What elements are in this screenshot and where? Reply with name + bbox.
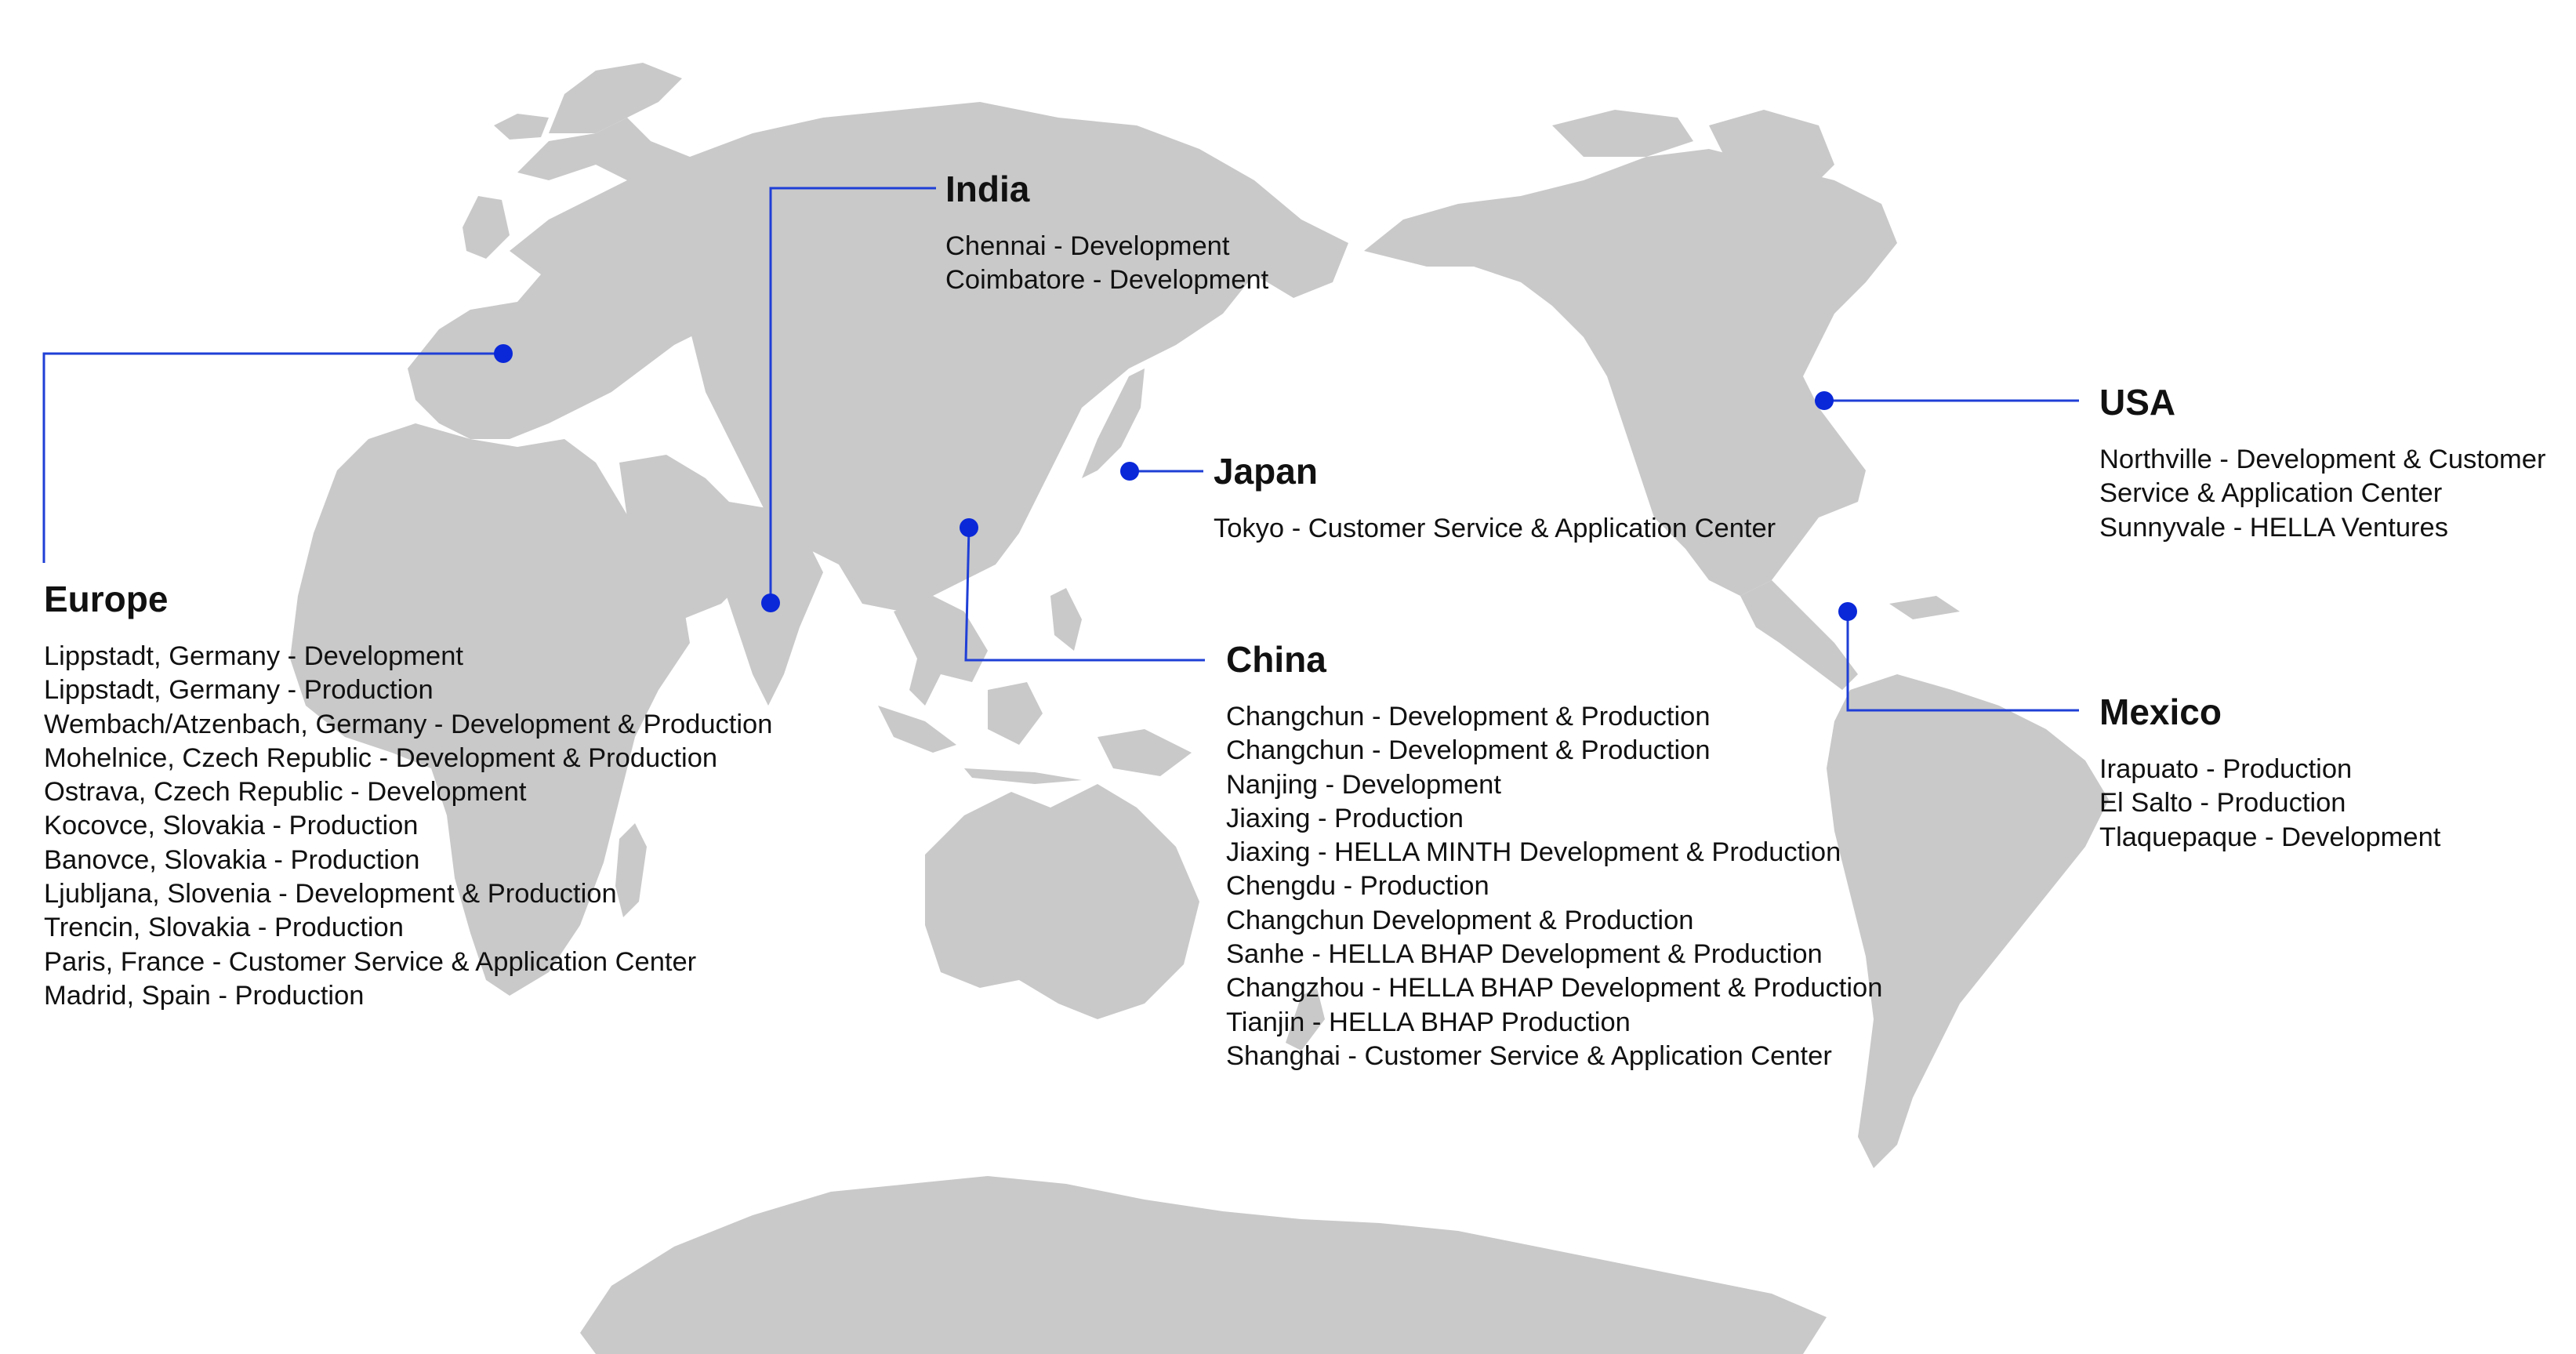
landmass-new-zealand	[1286, 988, 1325, 1051]
landmass-borneo	[988, 682, 1043, 745]
landmass-southeast-asia	[894, 596, 988, 706]
region-title: Mexico	[2099, 692, 2222, 732]
site-item: Changchun Development & Production	[1226, 905, 1694, 935]
location-marker-icon[interactable]	[1815, 391, 1834, 410]
location-marker-icon[interactable]	[1120, 462, 1139, 481]
site-item: Coimbatore - Development	[945, 265, 1269, 296]
landmass-north-america	[1364, 149, 1897, 596]
location-marker-icon[interactable]	[761, 594, 780, 612]
site-list: Irapuato - Production El Salto - Product…	[2099, 753, 2440, 855]
site-item: Tianjin - HELLA BHAP Production	[1226, 1007, 1631, 1037]
landmass-indonesia	[878, 706, 956, 753]
landmass-greenland	[1709, 110, 1834, 196]
site-item: Northville - Development & Customer Serv…	[2099, 445, 2546, 509]
region-mexico: Mexico Irapuato - Production El Salto - …	[2099, 690, 2440, 855]
landmass-uk	[463, 196, 510, 259]
site-list: Northville - Development & Customer Serv…	[2099, 443, 2570, 545]
site-item: Lippstadt, Germany - Development	[44, 641, 464, 671]
landmass-asia	[690, 102, 1348, 612]
region-title: India	[945, 169, 1030, 209]
landmass-philippines	[1050, 588, 1082, 651]
site-item: Ostrava, Czech Republic - Development	[44, 777, 527, 808]
site-item: El Salto - Production	[2099, 788, 2346, 819]
leader-line-europe	[42, 352, 503, 563]
site-item: Sanhe - HELLA BHAP Development & Product…	[1226, 939, 1823, 970]
site-item: Kocovce, Slovakia - Production	[44, 811, 419, 841]
region-title: Europe	[44, 579, 169, 619]
site-list: Changchun - Development & Production Cha…	[1226, 700, 1882, 1073]
region-title: USA	[2099, 382, 2176, 423]
site-item: Irapuato - Production	[2099, 754, 2353, 784]
site-item: Shanghai - Customer Service & Applicatio…	[1226, 1040, 1832, 1071]
region-japan: Japan Tokyo - Customer Service & Applica…	[1214, 449, 1776, 546]
site-list: Chennai - Development Coimbatore - Devel…	[945, 230, 1268, 298]
site-list: Lippstadt, Germany - Development Lippsta…	[44, 640, 772, 1013]
region-title: China	[1226, 639, 1326, 680]
site-item: Chengdu - Production	[1226, 871, 1489, 902]
region-europe: Europe Lippstadt, Germany - Development …	[44, 577, 772, 1013]
region-china: China Changchun - Development & Producti…	[1226, 637, 1882, 1073]
site-item: Chennai - Development	[945, 231, 1230, 261]
site-item: Jiaxing - HELLA MINTH Development & Prod…	[1226, 837, 1841, 868]
site-item: Lippstadt, Germany - Production	[44, 675, 434, 706]
site-item: Paris, France - Customer Service & Appli…	[44, 946, 697, 977]
landmass-central-america	[1740, 580, 1858, 690]
region-india: India Chennai - Development Coimbatore -…	[945, 167, 1268, 298]
location-marker-icon[interactable]	[1838, 602, 1857, 621]
landmass-kamchatka	[1223, 180, 1270, 259]
site-item: Trencin, Slovakia - Production	[44, 913, 404, 943]
site-item: Changzhou - HELLA BHAP Development & Pro…	[1226, 973, 1883, 1004]
landmass-scandinavia	[549, 63, 682, 133]
landmass-japan	[1082, 368, 1145, 478]
location-marker-icon[interactable]	[494, 344, 513, 363]
landmass-iceland	[494, 114, 549, 140]
landmass-arctic-islands	[1552, 110, 1693, 157]
site-item: Tokyo - Customer Service & Application C…	[1214, 514, 1776, 543]
region-usa: USA Northville - Development & Customer …	[2099, 380, 2570, 545]
landmass-antarctica	[580, 1176, 1827, 1354]
site-item: Changchun - Development & Production	[1226, 702, 1711, 731]
landmass-south-america	[1827, 674, 2109, 1168]
site-item: Banovce, Slovakia - Production	[44, 844, 420, 875]
landmass-australia	[925, 784, 1199, 1019]
leader-line-mexico	[1846, 612, 2079, 712]
site-item: Nanjing - Development	[1226, 769, 1501, 800]
location-marker-icon[interactable]	[960, 518, 978, 537]
landmass-africa	[290, 423, 690, 996]
leader-line-india	[769, 187, 936, 603]
site-item: Ljubljana, Slovenia - Development & Prod…	[44, 879, 617, 909]
site-item: Changchun - Development & Production	[1226, 735, 1711, 766]
landmass-new-guinea	[1098, 729, 1192, 776]
site-item: Wembach/Atzenbach, Germany - Development…	[44, 709, 773, 739]
landmass-caribbean	[1889, 596, 1960, 619]
site-item: Tlaquepaque - Development	[2099, 822, 2441, 852]
leader-line-china	[964, 527, 1205, 662]
site-item: Mohelnice, Czech Republic - Development …	[44, 742, 718, 773]
site-item: Jiaxing - Production	[1226, 803, 1464, 833]
landmass-madagascar	[615, 823, 647, 917]
site-list: Tokyo - Customer Service & Application C…	[1214, 512, 1776, 546]
region-title: Japan	[1214, 451, 1318, 492]
landmass-java	[964, 768, 1082, 784]
site-item: Madrid, Spain - Production	[44, 980, 365, 1011]
site-item: Sunnyvale - HELLA Ventures	[2099, 512, 2448, 543]
